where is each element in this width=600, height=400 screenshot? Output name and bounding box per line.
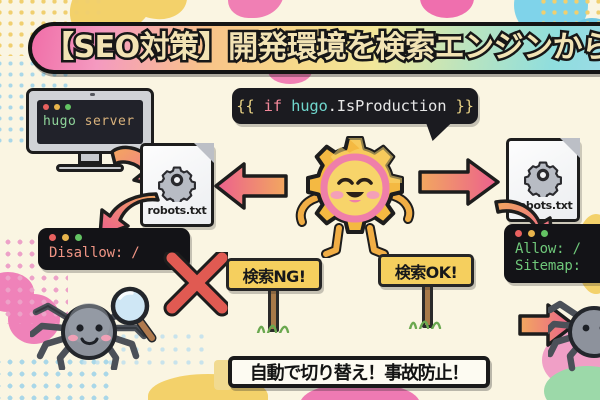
terminal-line: Sitemap: [515,258,581,275]
sign-search-ng: 検索NG! [226,258,322,335]
terminal-traffic-lights [43,104,137,110]
title-banner: 【SEO対策】開発環境を検索エンジンから隠す!Robots.tx [28,22,600,74]
arrow-mascot-to-left-file [214,158,290,214]
code-speech-bubble: {{ if hugo.IsProduction }} [232,88,478,141]
sign-label: 検索OK! [394,262,458,282]
sign-plate: 検索NG! [226,258,322,291]
bottom-banner-label: 自動で切り替え！事故防止！ [249,363,470,384]
grass-tuft [254,320,294,335]
code-keyword: if [263,97,282,115]
terminal-traffic-lights [515,230,600,237]
terminal-line: Disallow: / [49,245,140,261]
arrow-to-right-spider [518,302,578,348]
speech-bubble-tail [422,121,454,141]
smiling-gear-mascot [292,126,418,258]
code-identifier: hugo [291,97,328,115]
spider-crawler-right [542,292,600,376]
arrow-mascot-to-right-file [418,154,502,210]
command-binary: hugo [43,114,77,129]
code-close-braces: }} [455,97,474,115]
gear-icon [521,153,565,202]
terminal-traffic-lights [49,234,181,241]
terminal-command-line: hugo server [43,114,137,129]
file-fold-corner [194,143,214,163]
spider-crawler-left [28,282,162,372]
sign-search-ok: 検索OK! [378,254,474,331]
monitor-stand [78,154,102,164]
file-name-label: robots.txt [147,204,207,217]
arrow-file-to-terminal-left [96,192,166,246]
sign-plate: 検索OK! [378,254,474,287]
code-snippet: {{ if hugo.IsProduction }} [236,97,474,115]
banner-backdrop [214,360,232,390]
file-robots-txt-left: robots.txt [140,143,214,227]
grass-tuft [406,316,446,331]
monitor-base [56,164,124,172]
terminal-disallow: Disallow: / [38,228,190,271]
terminal-line: Allow: / [515,241,581,257]
terminal-allow-sitemap: Allow: / Sitemap: [504,224,600,284]
page-title: 【SEO対策】開発環境を検索エンジンから隠す!Robots.tx [41,30,600,65]
gear-icon [155,158,199,207]
red-x-mark [162,249,231,318]
hugo-server-monitor: hugo server [26,88,154,174]
terminal-window-monitor: hugo server [37,100,143,144]
monitor-camera-notch [90,93,95,96]
code-open-braces: {{ [236,97,255,115]
code-property: .IsProduction [327,97,447,115]
sign-label: 検索NG! [242,266,306,286]
command-arg: server [84,114,135,129]
file-fold-corner [560,138,580,158]
bottom-banner: 自動で切り替え！事故防止！ [228,356,490,388]
monitor-screen: hugo server [26,88,154,154]
